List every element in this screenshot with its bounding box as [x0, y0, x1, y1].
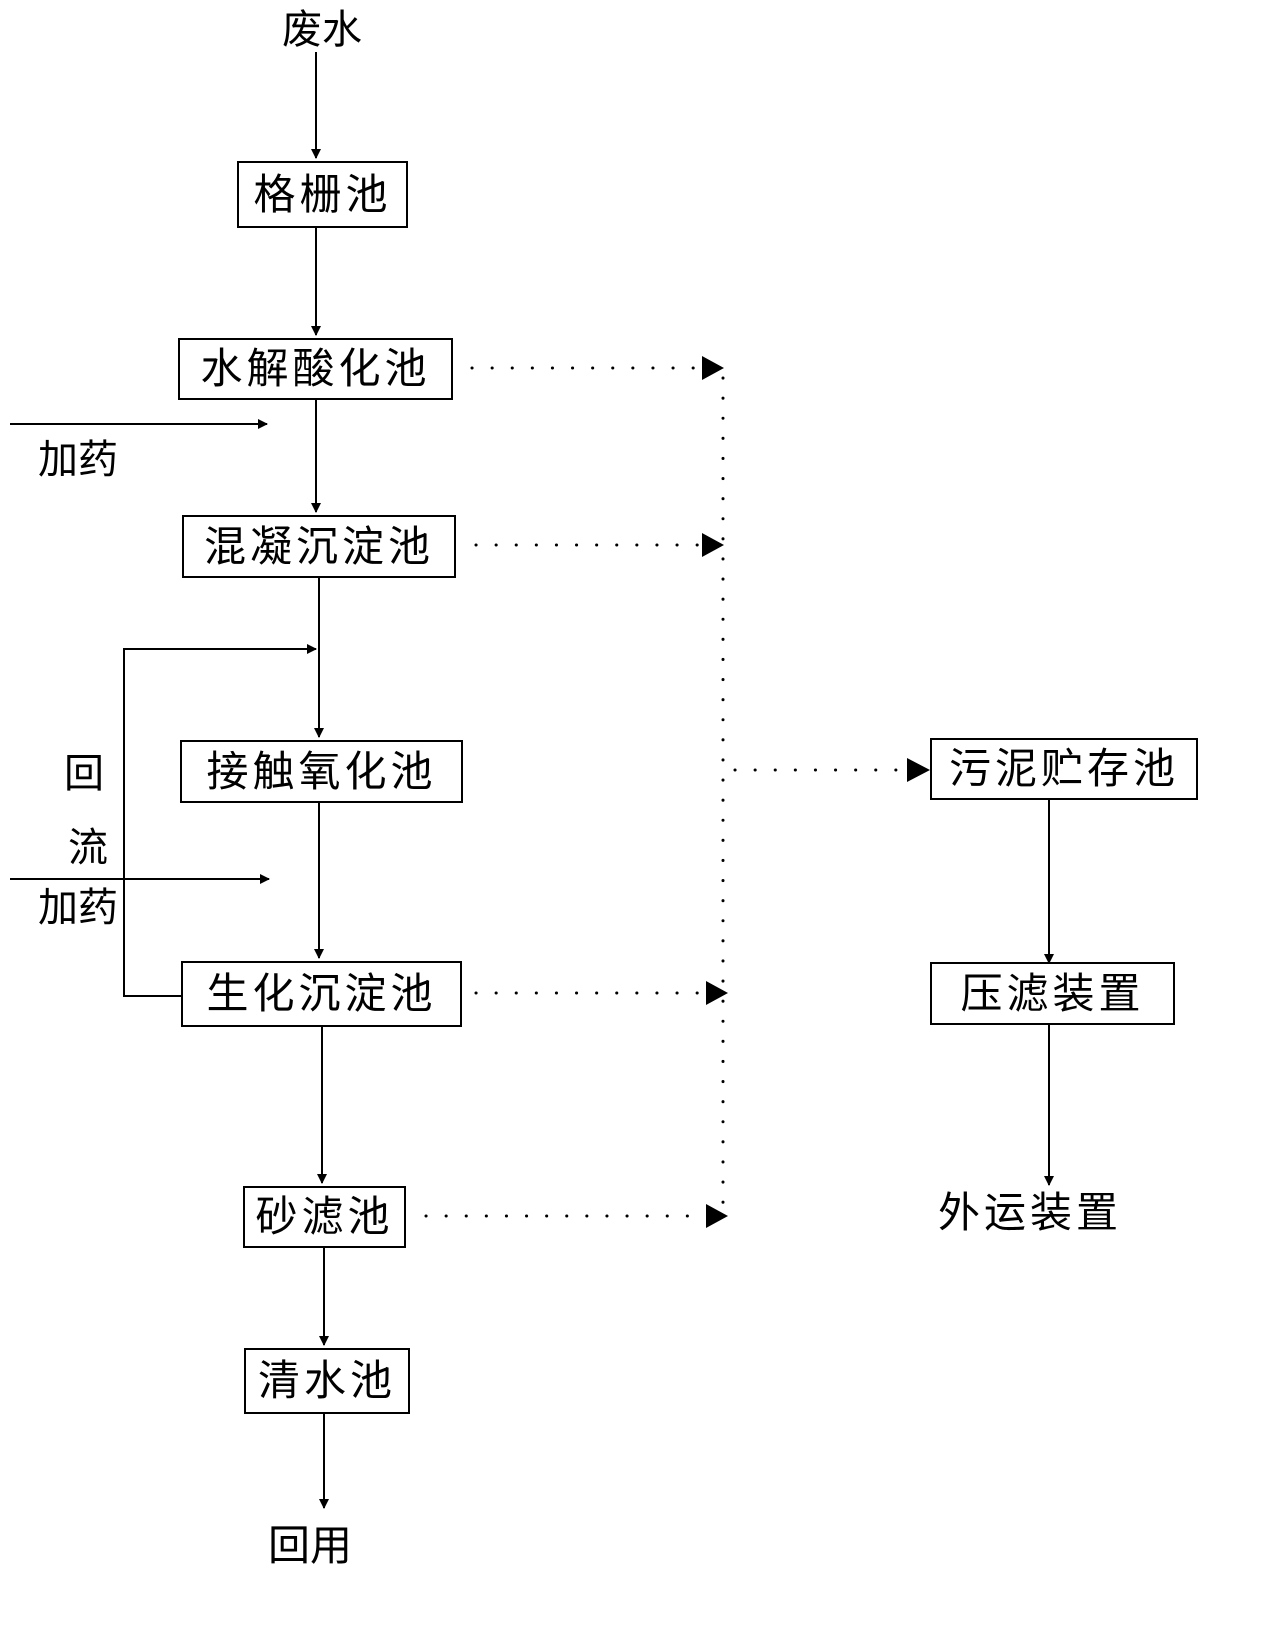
dosing-label-1: 加药	[38, 437, 118, 483]
recycle-label-char-1: 回	[64, 751, 104, 797]
output-label: 回用	[268, 1521, 353, 1570]
arrowhead-dotted-bio-settling	[706, 981, 728, 1005]
coagulation-tank-box: 混凝沉淀池	[182, 515, 456, 578]
disposal-label: 外运装置	[938, 1188, 1123, 1237]
recycle-label-char-2: 流	[68, 825, 108, 871]
recycle-loop-line	[123, 644, 317, 997]
screen-tank-box: 格栅池	[237, 161, 408, 228]
sludge-storage-tank-box: 污泥贮存池	[930, 738, 1198, 800]
filter-press-box: 压滤装置	[930, 962, 1175, 1025]
bio-settling-tank-box: 生化沉淀池	[181, 961, 462, 1027]
dosing-label-2: 加药	[38, 885, 118, 931]
sand-filter-tank-box: 砂滤池	[243, 1186, 406, 1248]
input-label: 废水	[282, 7, 362, 53]
arrowhead-dotted-storage	[907, 758, 930, 782]
arrowhead-dotted-coagulation	[702, 533, 724, 557]
clear-water-tank-box: 清水池	[244, 1348, 410, 1414]
arrowhead-dotted-sand	[706, 1204, 728, 1228]
hydrolysis-tank-box: 水解酸化池	[178, 338, 453, 400]
contact-oxidation-tank-box: 接触氧化池	[180, 740, 463, 803]
arrowhead-dotted-hydrolysis	[702, 356, 724, 380]
